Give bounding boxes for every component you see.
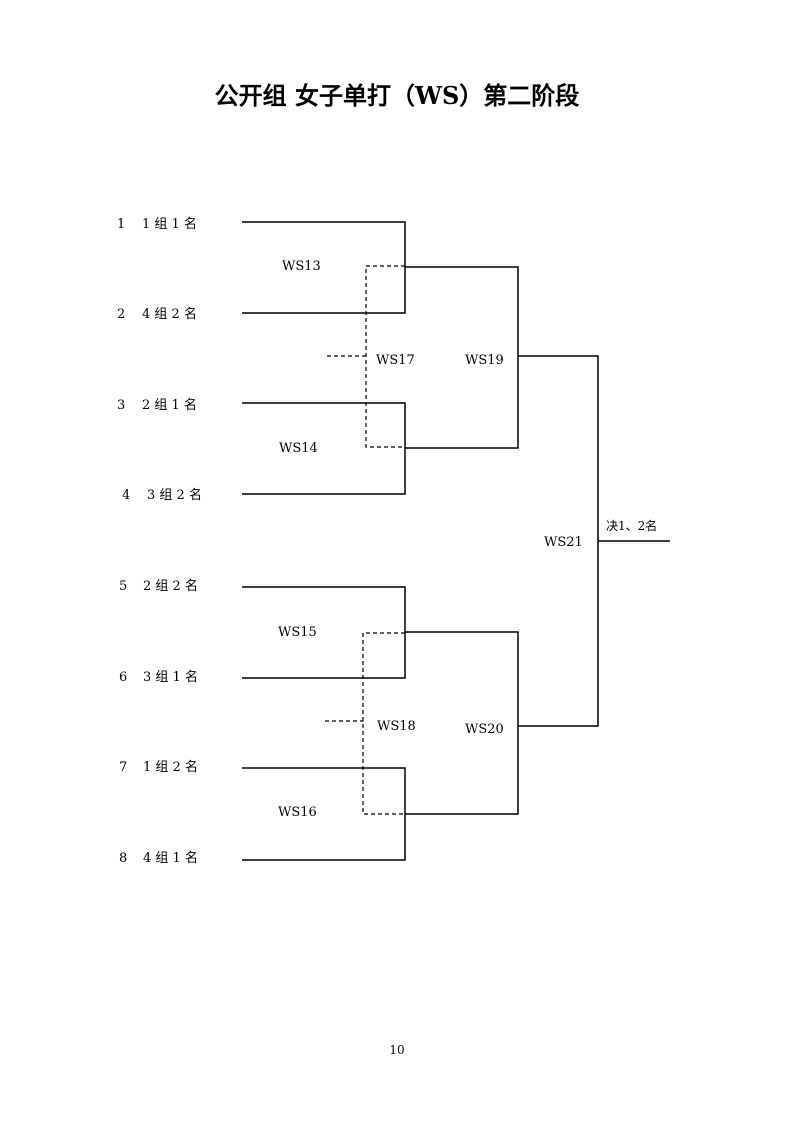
seed-label: 3 组 2 名 [147,487,202,503]
seed-list: 1 1 组 1 名 2 4 组 2 名 3 2 组 1 名 4 3 组 2 名 … [117,216,202,866]
seed-label: 3 组 1 名 [143,669,198,685]
seed-number: 7 [119,760,127,775]
seed-label: 2 组 1 名 [142,397,197,413]
match-label-ws13: WS13 [282,259,321,274]
bracket-ws20 [405,631,519,815]
seed-number: 5 [119,579,127,594]
seed-number: 8 [119,851,127,866]
match-label-ws14: WS14 [279,441,318,456]
seed-number: 3 [117,398,125,413]
page-title: 公开组 女子单打（WS）第二阶段 [215,81,580,110]
match-label-ws16: WS16 [278,805,317,820]
seed-label: 4 组 1 名 [143,850,198,866]
match-label-ws21: WS21 [544,535,583,550]
bracket-ws14 [242,402,406,495]
seed-number: 1 [117,217,125,232]
seed-label: 2 组 2 名 [143,578,198,594]
seed-number: 6 [119,670,127,685]
match-label-ws18: WS18 [377,719,416,734]
bracket-ws13 [242,221,406,314]
bracket-ws18-dashed [362,632,405,815]
bracket-ws19 [405,266,519,449]
match-label-ws15: WS15 [278,625,317,640]
seed-label: 1 组 2 名 [143,759,198,775]
seed-number: 4 [122,488,130,503]
seed-number: 2 [117,307,125,322]
match-label-ws17: WS17 [376,353,415,368]
final-label: 决1、2名 [606,518,657,533]
match-label-ws20: WS20 [465,722,504,737]
match-label-ws19: WS19 [465,353,504,368]
seed-label: 1 组 1 名 [142,216,197,232]
seed-label: 4 组 2 名 [142,306,197,322]
page-number: 10 [389,1043,404,1057]
